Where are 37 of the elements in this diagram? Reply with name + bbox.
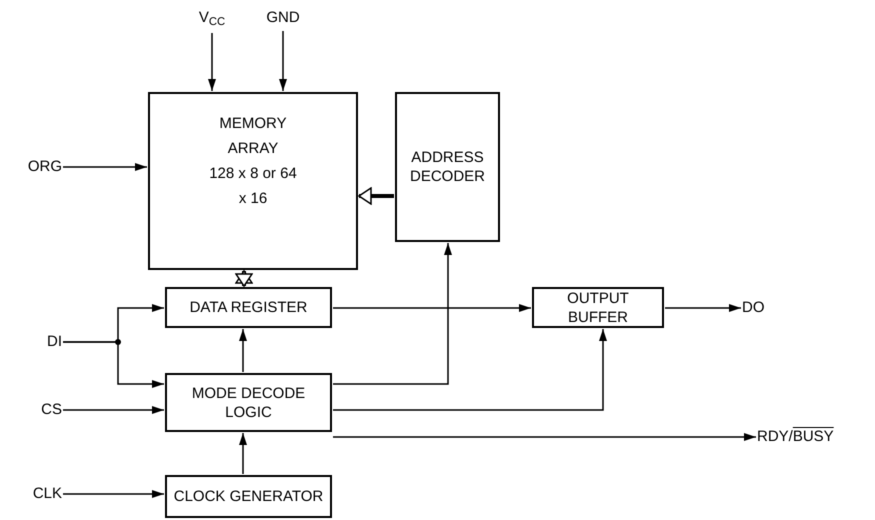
arrow: [333, 329, 607, 411]
arrow: [239, 329, 247, 372]
arrow: [63, 163, 147, 171]
block-label: MODE DECODE LOGIC: [190, 384, 306, 422]
signal-label: RDY/: [757, 426, 793, 447]
block-box: [165, 475, 332, 518]
block-label: 128 x 8 or 64 x 16: [208, 164, 298, 209]
block-box: [165, 287, 332, 328]
arrow: [239, 433, 247, 474]
arrow: [63, 406, 164, 414]
arrow: [63, 341, 164, 388]
arrow: [665, 304, 741, 312]
hollow-arrow: [235, 270, 253, 287]
arrow: [63, 490, 164, 498]
signal-label: V$_{CC}$: [198, 8, 226, 30]
signal-label: CS: [41, 400, 62, 420]
signal-label: DI: [47, 332, 62, 352]
block-label: MEMORY ARRAY: [218, 114, 288, 159]
block-label: ADDRESS DECODER: [408, 148, 486, 186]
arrow: [333, 433, 756, 441]
signal-label: GND: [266, 8, 300, 28]
hollow-arrow: [358, 187, 394, 205]
block-box: [165, 373, 332, 432]
arrow: [279, 31, 287, 91]
block-label: OUTPUT BUFFER: [566, 288, 630, 326]
block-label: DATA REGISTER: [190, 298, 308, 317]
block-box: [532, 287, 664, 328]
signal-label: CLK: [32, 484, 62, 504]
signal-label: ORG: [28, 156, 62, 177]
arrow: [333, 243, 452, 385]
block-box: [148, 92, 358, 270]
signal-label: DO: [742, 298, 764, 318]
block-box: [395, 92, 500, 242]
arrow: [208, 33, 216, 91]
arrow: [333, 304, 531, 312]
block-label: CLOCK GENERATOR: [174, 487, 324, 506]
signal-label: BUSY: [792, 426, 834, 447]
